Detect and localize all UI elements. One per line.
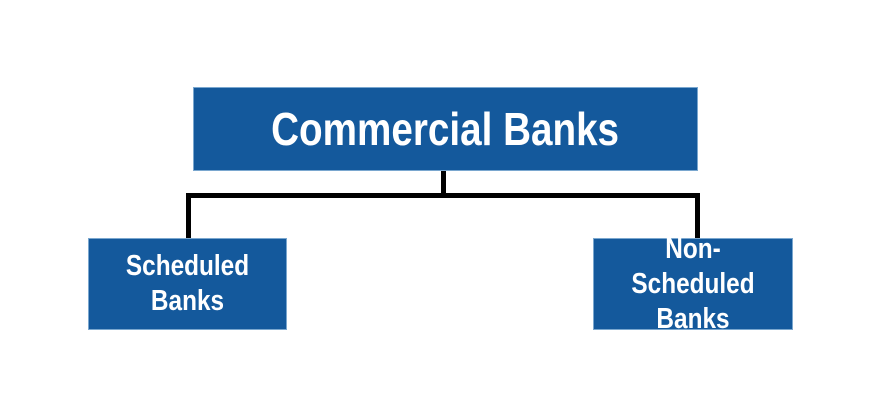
node-scheduled-banks: Scheduled Banks (88, 238, 287, 330)
node-scheduled-banks-label: Scheduled Banks (125, 250, 250, 317)
connector-horizontal-rail (186, 193, 700, 198)
node-commercial-banks: Commercial Banks (193, 87, 698, 171)
connector-root-stub (441, 171, 446, 197)
node-commercial-banks-label: Commercial Banks (271, 103, 620, 155)
node-non-scheduled-banks: Non-Scheduled Banks (593, 233, 793, 335)
connector-drop-right (695, 193, 700, 238)
connector-drop-left (186, 193, 191, 238)
node-non-scheduled-banks-label: Non-Scheduled Banks (631, 232, 755, 335)
